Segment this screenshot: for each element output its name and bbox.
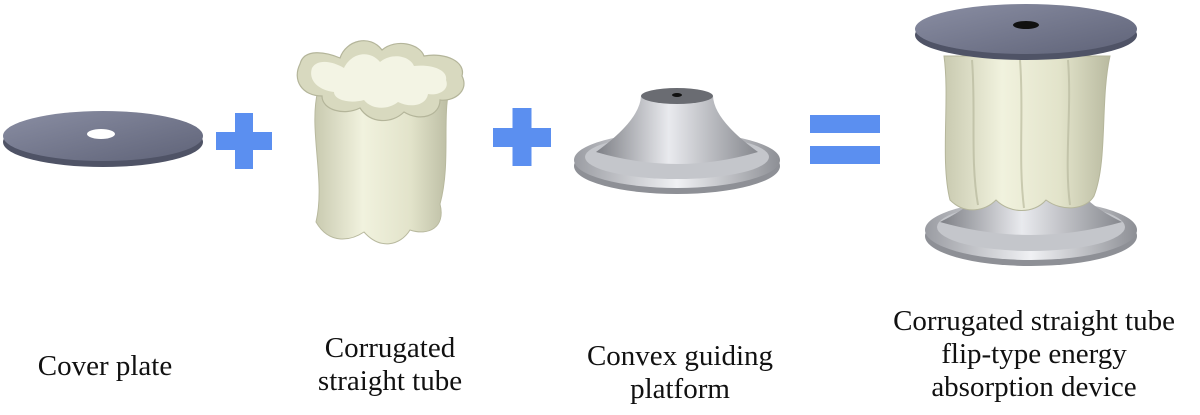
label-line: Convex guiding xyxy=(586,340,774,372)
result-device-label: Corrugated straight tube flip-type energ… xyxy=(875,305,1193,404)
assembled-device-illustration xyxy=(915,4,1137,266)
label-line: Cover plate xyxy=(37,350,173,382)
convex-platform-illustration xyxy=(574,88,780,194)
label-line: absorption device xyxy=(931,371,1137,403)
cover-plate-illustration xyxy=(3,111,203,167)
plus-operator xyxy=(216,113,272,169)
cover-plate-label: Cover plate xyxy=(15,350,195,383)
corrugated-tube-illustration xyxy=(296,40,465,245)
label-line: Corrugated xyxy=(324,332,456,364)
plus-operator xyxy=(493,108,551,166)
corrugated-tube-label: Corrugated straight tube xyxy=(285,332,495,398)
label-line: straight tube xyxy=(317,365,463,397)
convex-platform-label: Convex guiding platform xyxy=(560,340,800,406)
label-line: flip-type energy xyxy=(941,338,1127,370)
label-line: platform xyxy=(630,373,730,405)
equals-operator xyxy=(810,115,880,164)
label-line: Corrugated straight tube xyxy=(893,305,1175,337)
